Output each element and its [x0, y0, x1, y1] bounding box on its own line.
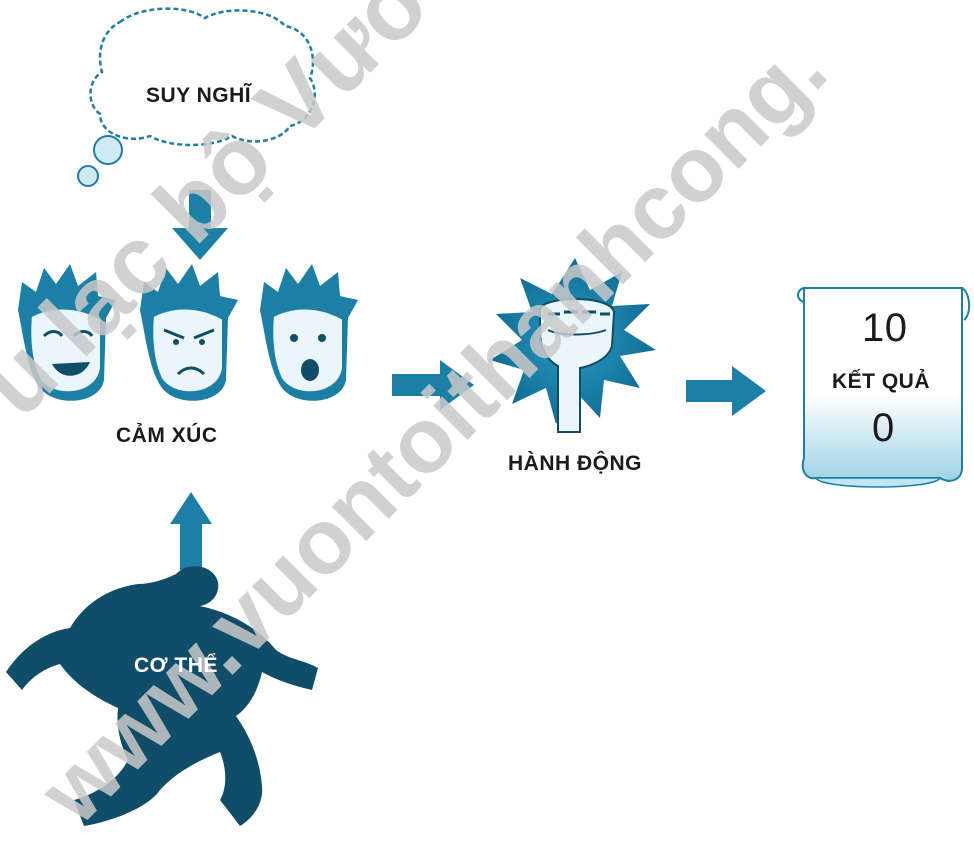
body-label: CƠ THỂ	[134, 654, 218, 677]
fist-icon	[490, 258, 656, 433]
action-label: HÀNH ĐỘNG	[508, 452, 642, 475]
scroll-icon	[797, 287, 970, 488]
emotion-label: CẢM XÚC	[116, 424, 218, 447]
result-bottom-value: 0	[872, 406, 895, 450]
arrow-icon	[686, 366, 766, 416]
arrow-icon	[392, 360, 474, 410]
thought-cloud-icon	[77, 7, 316, 187]
happy-face-icon	[18, 264, 116, 401]
runner-icon	[6, 566, 318, 826]
arrow-icon	[172, 190, 228, 260]
result-title: KẾT QUẢ	[832, 370, 930, 393]
angry-face-icon	[140, 264, 238, 401]
thought-label: SUY NGHĨ	[146, 84, 252, 107]
result-top-value: 10	[862, 306, 908, 350]
surprised-face-icon	[260, 264, 358, 401]
arrow-icon	[170, 492, 212, 570]
